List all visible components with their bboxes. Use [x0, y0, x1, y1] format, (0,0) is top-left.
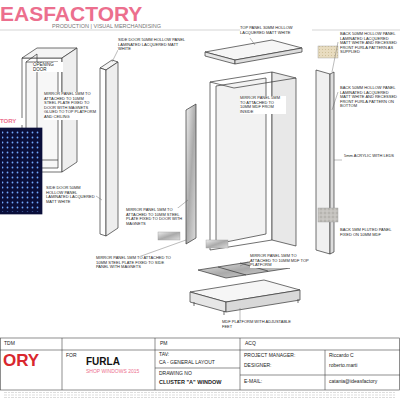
callout-label: MIRROR PANEL 5MM TO ATTACHED TO 10MM MDF… [250, 254, 310, 268]
title-field: ACQ [245, 341, 275, 347]
callout-label: OPENING DOOR [33, 62, 63, 72]
title-field: PM [160, 341, 190, 347]
title-field: DESIGNER: [244, 363, 322, 369]
drawing-stroke [226, 290, 300, 312]
leader-line [48, 38, 342, 326]
title-value: Riccardo C [329, 353, 397, 359]
callout-label: MIRROR PANEL 5MM TO ATTACHED TO 10MM MDF… [240, 96, 286, 114]
drawing-stroke [240, 338, 241, 390]
drawing-stroke [0, 128, 42, 214]
drawing-stroke [224, 311, 225, 315]
drawing-stroke [106, 62, 118, 236]
callout-label: SIDE DOOR 50MM HOLLOW PANEL LAMINATED LA… [118, 38, 188, 52]
drawing-stroke [334, 160, 342, 161]
title-field: TDM [4, 341, 34, 347]
drawing-stroke [325, 350, 326, 390]
drawing-stroke [4, 397, 396, 398]
drawing-stroke [250, 38, 255, 45]
drawing-stroke [194, 302, 195, 306]
callout-label: 5mm ACRYLIC WITH LEDS [344, 154, 394, 159]
drawing-stroke [2, 130, 40, 212]
drawing-stroke [332, 42, 338, 72]
drawing-stroke [4, 392, 396, 393]
callout-label: BACK 50MM HOLLOW PANEL LAMINATED LACQUER… [340, 32, 398, 55]
callout-label: MIRROR PANEL 5MM TO ATTACHED TO 10MM STE… [44, 92, 96, 120]
callout-label: TOP PANEL 30MM HOLLOW LACQUERED MATT WHI… [240, 26, 312, 35]
brand-logo: ORY [3, 351, 39, 371]
drawing-stroke [298, 299, 299, 303]
callout-label: SIDE DOOR 50MM HOLLOW PANEL LAMINATED LA… [46, 186, 96, 204]
drawing-stroke [112, 50, 118, 62]
brand-tagline: PRODUCTION | VISUAL MERCHANDISING [52, 23, 232, 29]
drawing-stroke [332, 92, 338, 110]
callout-label: BACK 5MM FLUTED PANEL FIXED ON 10MM MDF [340, 228, 398, 237]
drawing-stroke [210, 82, 234, 88]
callout-label: BACK 50MM HOLLOW PANEL LAMINATED LACQUER… [340, 86, 398, 109]
title-field: TAV: [159, 352, 189, 358]
drawing-stroke [240, 375, 400, 376]
drawing-stroke [235, 48, 302, 64]
title-field: DRAWING NO [159, 371, 199, 377]
drawing-stroke [186, 104, 196, 244]
fine-print [4, 393, 396, 398]
header-rule [0, 30, 400, 31]
drawing-stroke [218, 267, 246, 275]
drawing-stroke [240, 262, 248, 266]
drawing-stroke [100, 68, 106, 236]
drawing-stroke [155, 338, 156, 390]
drawing-stroke [330, 72, 334, 254]
drawing-stroke [26, 54, 37, 62]
drawing-stroke [206, 240, 228, 248]
drawing-stroke [0, 30, 400, 31]
drawing-stroke [318, 208, 338, 222]
drawing-stroke [62, 338, 63, 390]
project-name: SHOP WINDOWS 2015 [86, 369, 152, 375]
drawing-stroke [155, 368, 240, 369]
drawing-stroke [316, 70, 330, 254]
title-value: catania@ideasfactory [329, 379, 397, 385]
drawing-stroke [205, 52, 235, 64]
title-value: roberto.marti [329, 363, 397, 369]
material-swatch [158, 46, 338, 248]
drawing-stroke [190, 292, 226, 312]
drawing-stroke [234, 78, 296, 88]
drawing-stroke [4, 395, 396, 396]
drawing-stroke [0, 350, 400, 351]
callout-label: MIRROR PANEL 5MM TO ATTACHED TO 10MM STE… [126, 208, 184, 226]
callout-label: MIRROR PANEL 5MM TO ATTACHED TO 10MM STE… [96, 256, 172, 270]
cabinet-drawing [0, 40, 334, 315]
callout-label: MDF PLATFORM WITH ADJUSTABLE FEET [222, 320, 292, 329]
brand-name: TORY [0, 118, 24, 125]
title-block [0, 338, 400, 390]
title-field: PROJECT MANAGER: [244, 353, 322, 359]
title-value: CLUSTER "A" WINDOW [159, 379, 237, 385]
title-field: E-MAIL: [244, 379, 322, 385]
title-field: FOR [66, 353, 86, 359]
title-value: CA - GENERAL LAYOUT [159, 360, 237, 366]
client-name: FURLA [86, 356, 120, 368]
drawing-stroke [158, 232, 180, 240]
drawing-stroke [1, 338, 400, 390]
